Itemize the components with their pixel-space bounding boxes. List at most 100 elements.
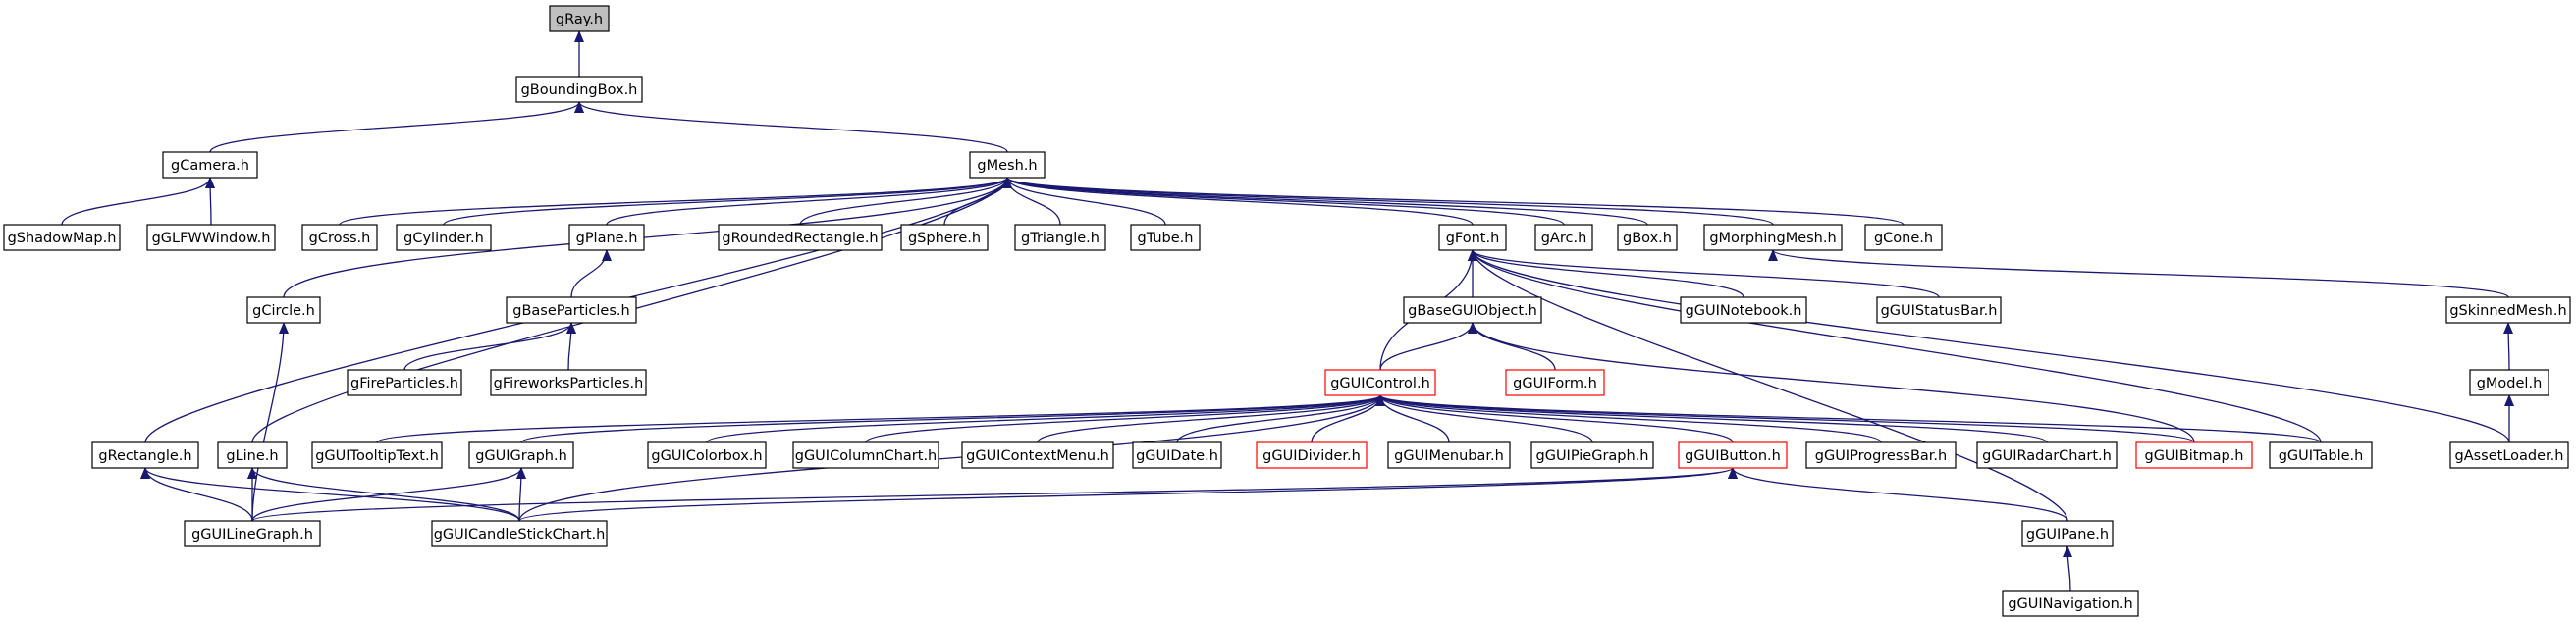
node-g-box[interactable]: gBox.h bbox=[1617, 224, 1678, 251]
node-g-gui-navigation[interactable]: gGUINavigation.h bbox=[2002, 590, 2139, 617]
node-g-base-particles[interactable]: gBaseParticles.h bbox=[506, 296, 637, 324]
node-g-tube[interactable]: gTube.h bbox=[1130, 224, 1201, 251]
node-g-rounded-rectangle[interactable]: gRoundedRectangle.h bbox=[718, 224, 883, 251]
node-label: gGUINotebook.h bbox=[1686, 303, 1802, 319]
edge-g-gui-column-chart-to-g-gui-control bbox=[865, 394, 1385, 443]
node-g-gui-colorbox[interactable]: gGUIColorbox.h bbox=[647, 441, 767, 469]
node-box bbox=[2269, 441, 2373, 469]
node-g-triangle[interactable]: gTriangle.h bbox=[1014, 224, 1106, 251]
node-g-asset-loader[interactable]: gAssetLoader.h bbox=[2449, 441, 2569, 469]
node-g-gui-context-menu[interactable]: gGUIContextMenu.h bbox=[961, 441, 1114, 469]
node-label: gGUIGraph.h bbox=[475, 448, 567, 464]
node-g-plane[interactable]: gPlane.h bbox=[568, 224, 645, 251]
node-label: gGUIBitmap.h bbox=[2144, 448, 2243, 464]
node-label: gGUIColumnChart.h bbox=[795, 448, 938, 464]
edge-g-gui-button-to-g-gui-control bbox=[1375, 394, 1734, 443]
node-box bbox=[549, 5, 610, 32]
node-label: gGUIRadarChart.h bbox=[1982, 448, 2112, 464]
node-g-gui-pie-graph[interactable]: gGUIPieGraph.h bbox=[1530, 441, 1654, 469]
edge-g-gui-candle-stick-chart-to-g-gui-button bbox=[518, 467, 1738, 522]
node-g-cone[interactable]: gCone.h bbox=[1864, 224, 1943, 251]
node-g-gui-tooltip-text[interactable]: gGUITooltipText.h bbox=[311, 441, 443, 469]
node-box bbox=[1876, 296, 2002, 324]
node-g-font[interactable]: gFont.h bbox=[1438, 224, 1507, 251]
node-box bbox=[1976, 441, 2118, 469]
node-g-bounding-box[interactable]: gBoundingBox.h bbox=[515, 76, 643, 103]
edge-g-gui-control-to-g-base-gui-object bbox=[1379, 322, 1477, 371]
node-g-skinned-mesh[interactable]: gSkinnedMesh.h bbox=[2445, 296, 2571, 324]
node-label: gFireParticles.h bbox=[350, 376, 458, 391]
node-g-fireworks-particles[interactable]: gFireworksParticles.h bbox=[490, 369, 647, 396]
node-g-base-gui-object[interactable]: gBaseGUIObject.h bbox=[1403, 296, 1542, 324]
node-g-gui-progress-bar[interactable]: gGUIProgressBar.h bbox=[1805, 441, 1957, 469]
node-g-gui-notebook[interactable]: gGUINotebook.h bbox=[1680, 296, 1807, 324]
node-g-gui-menubar[interactable]: gGUIMenubar.h bbox=[1387, 441, 1511, 469]
node-box bbox=[1505, 369, 1605, 396]
node-box bbox=[647, 441, 767, 469]
node-g-arc[interactable]: gArc.h bbox=[1534, 224, 1593, 251]
node-g-gui-column-chart[interactable]: gGUIColumnChart.h bbox=[792, 441, 939, 469]
node-box bbox=[3, 224, 121, 251]
node-g-gui-control[interactable]: gGUIControl.h bbox=[1324, 369, 1436, 396]
node-g-gui-status-bar[interactable]: gGUIStatusBar.h bbox=[1876, 296, 2002, 324]
node-g-gui-pane[interactable]: gGUIPane.h bbox=[2021, 520, 2114, 547]
edge-g-gui-pie-graph-to-g-gui-control bbox=[1375, 394, 1593, 443]
node-g-glfw-window[interactable]: gGLFWWindow.h bbox=[146, 224, 276, 251]
node-box bbox=[961, 441, 1114, 469]
edge-g-gui-line-graph-to-g-gui-graph bbox=[251, 467, 526, 522]
node-g-model[interactable]: gModel.h bbox=[2469, 369, 2549, 396]
node-box bbox=[91, 441, 199, 469]
node-g-circle[interactable]: gCircle.h bbox=[246, 296, 321, 324]
node-box bbox=[1014, 224, 1106, 251]
node-g-gui-divider[interactable]: gGUIDivider.h bbox=[1256, 441, 1368, 469]
node-g-fire-particles[interactable]: gFireParticles.h bbox=[347, 369, 462, 396]
node-g-gui-line-graph[interactable]: gGUILineGraph.h bbox=[184, 520, 321, 547]
node-g-mesh[interactable]: gMesh.h bbox=[969, 151, 1046, 179]
node-box bbox=[2449, 441, 2569, 469]
edge-g-morphing-mesh-to-g-mesh bbox=[1002, 177, 1774, 226]
node-box bbox=[1132, 441, 1222, 469]
node-label: gGUIButton.h bbox=[1685, 448, 1781, 464]
node-label: gCircle.h bbox=[252, 303, 315, 319]
node-g-camera[interactable]: gCamera.h bbox=[162, 151, 258, 179]
node-g-sphere[interactable]: gSphere.h bbox=[900, 224, 989, 251]
node-g-morphing-mesh[interactable]: gMorphingMesh.h bbox=[1703, 224, 1843, 251]
edge-g-arc-to-g-mesh bbox=[1002, 177, 1565, 226]
edge-g-gui-bitmap-to-g-base-gui-object bbox=[1468, 322, 2195, 443]
node-g-rectangle[interactable]: gRectangle.h bbox=[91, 441, 199, 469]
node-box bbox=[718, 224, 883, 251]
edge-g-glfw-window-to-g-camera bbox=[205, 177, 216, 226]
node-g-gui-radar-chart[interactable]: gGUIRadarChart.h bbox=[1976, 441, 2118, 469]
node-label: gMesh.h bbox=[977, 158, 1037, 174]
node-g-shadow-map[interactable]: gShadowMap.h bbox=[3, 224, 121, 251]
node-box bbox=[2002, 590, 2139, 617]
node-g-gui-button[interactable]: gGUIButton.h bbox=[1678, 441, 1788, 469]
node-label: gShadowMap.h bbox=[8, 231, 117, 246]
node-label: gGUITooltipText.h bbox=[315, 448, 439, 464]
node-g-gui-form[interactable]: gGUIForm.h bbox=[1505, 369, 1605, 396]
node-g-cross[interactable]: gCross.h bbox=[301, 224, 378, 251]
edge-g-cross-to-g-mesh bbox=[339, 177, 1012, 226]
edge-g-font-to-g-mesh bbox=[1002, 177, 1474, 226]
edge-g-gui-progress-bar-to-g-gui-control bbox=[1375, 394, 1882, 443]
edge-g-gui-graph-to-g-gui-control bbox=[520, 394, 1385, 443]
node-g-gui-graph[interactable]: gGUIGraph.h bbox=[468, 441, 574, 469]
node-g-gui-candle-stick-chart[interactable]: gGUICandleStickChart.h bbox=[431, 520, 608, 547]
node-g-gui-table[interactable]: gGUITable.h bbox=[2269, 441, 2373, 469]
node-label: gSkinnedMesh.h bbox=[2449, 303, 2566, 319]
node-g-line[interactable]: gLine.h bbox=[217, 441, 288, 469]
node-label: gGUINavigation.h bbox=[2008, 597, 2132, 612]
edge-g-tube-to-g-mesh bbox=[1002, 177, 1166, 226]
edge-g-gui-context-menu-to-g-gui-control bbox=[1037, 394, 1385, 443]
node-label: gCylinder.h bbox=[403, 231, 484, 246]
node-g-gui-bitmap[interactable]: gGUIBitmap.h bbox=[2135, 441, 2253, 469]
node-g-gui-date[interactable]: gGUIDate.h bbox=[1132, 441, 1222, 469]
node-box bbox=[515, 76, 643, 103]
node-g-cylinder[interactable]: gCylinder.h bbox=[396, 224, 492, 251]
edge-g-model-to-g-skinned-mesh bbox=[2503, 322, 2514, 371]
node-box bbox=[184, 520, 321, 547]
node-g-ray[interactable]: gRay.h bbox=[549, 5, 610, 32]
node-box bbox=[490, 369, 647, 396]
node-box bbox=[1130, 224, 1201, 251]
